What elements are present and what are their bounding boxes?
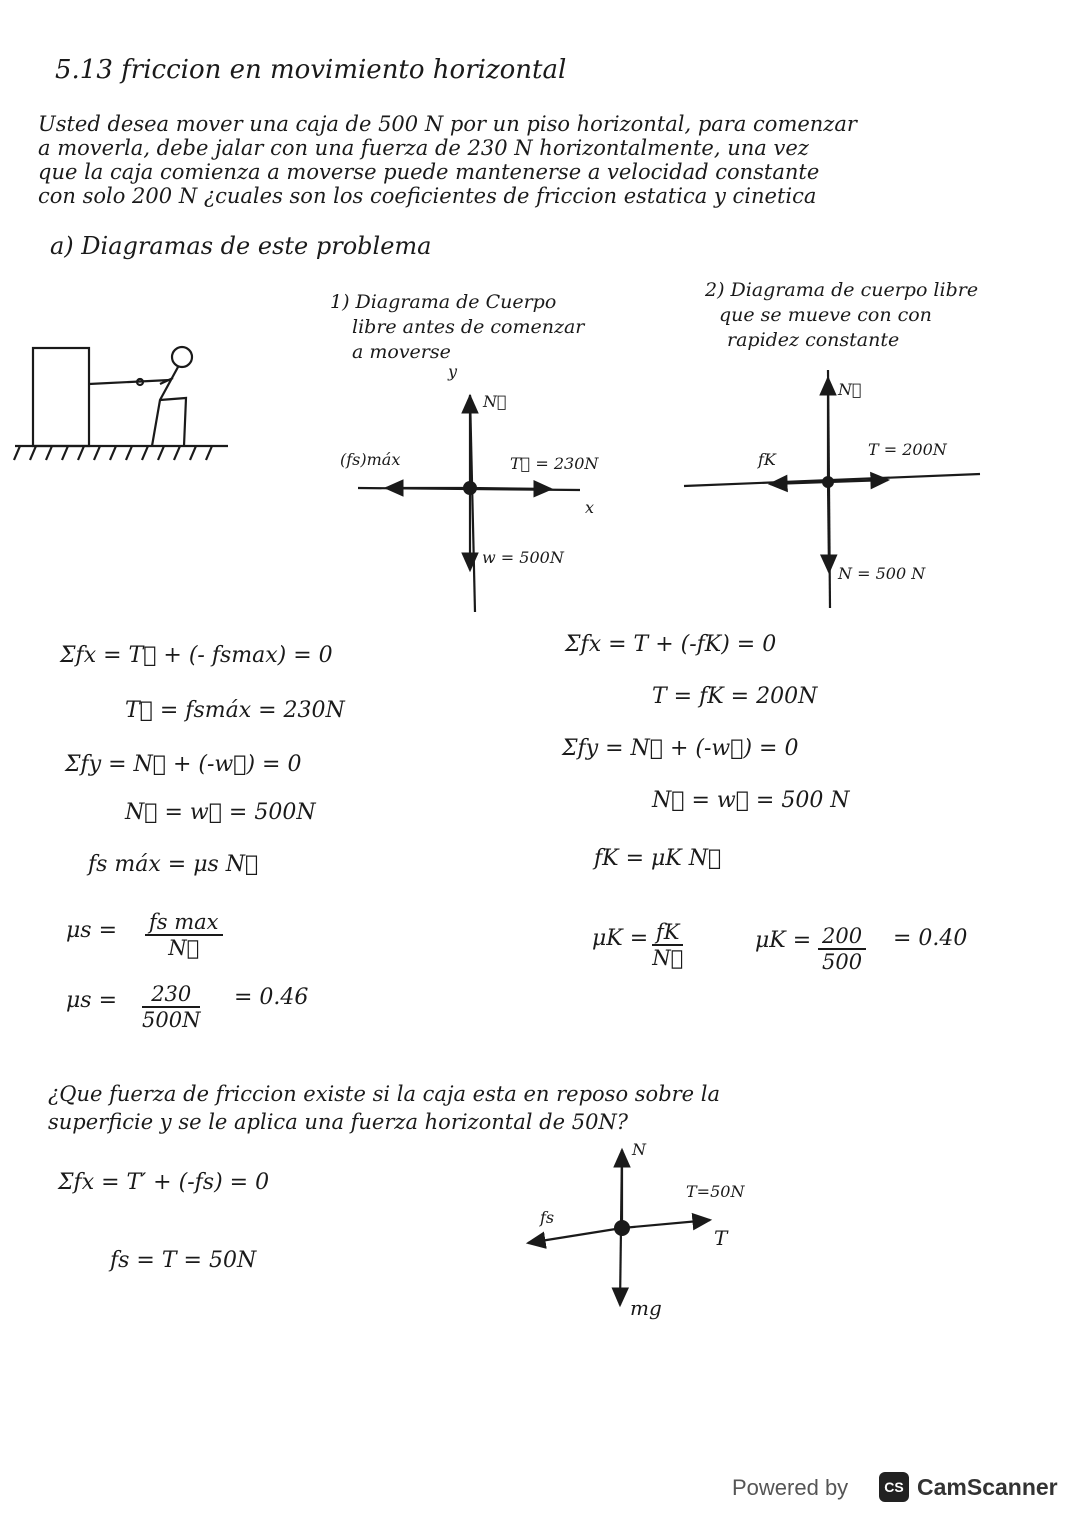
mu-k-value-fraction: 200 500 (818, 924, 867, 974)
mu-s-value-fraction: 230 500N (142, 982, 201, 1032)
page-title: 5.13 friccion en movimiento horizontal (55, 55, 567, 85)
friction-arrow-3 (525, 1226, 623, 1249)
friction-label-1: (fs)máx (340, 450, 401, 469)
mu-s-label-2: μs = (66, 988, 118, 1013)
weight-arrow-2 (820, 481, 838, 575)
tension-label-3: T=50N (686, 1182, 745, 1201)
right-sum-fx: Σfx = T + (-fK) = 0 (565, 632, 777, 657)
diagram1-caption: 1) Diagrama de Cuerpo libre antes de com… (330, 290, 584, 365)
box-drawing (31, 346, 91, 448)
caption-line: libre antes de comenzar (352, 316, 585, 338)
weight-label-3: mg (630, 1296, 662, 1320)
body-point-1 (463, 481, 477, 495)
problem-statement: Usted desea mover una caja de 500 N por … (38, 112, 1063, 208)
mu-s-label: μs = (66, 918, 118, 943)
rope-knot (135, 377, 145, 387)
right-fk-definition: fK = μK N⃗ (594, 846, 722, 871)
weight-label-2: N = 500 N (838, 564, 926, 583)
problem-line: a moverla, debe jalar con una fuerza de … (38, 136, 809, 160)
camscanner-watermark: Powered by CS CamScanner (732, 1466, 1062, 1510)
diagram1-axes (357, 393, 581, 613)
stick-figure-leg (159, 396, 188, 447)
powered-by-text: Powered by (732, 1475, 849, 1500)
problem-line: con solo 200 N ¿cuales son los coeficien… (38, 184, 817, 208)
stick-figure-arm (159, 377, 174, 385)
bottom-sum-fx: Σfx = T′ + (-fs) = 0 (58, 1170, 270, 1195)
fraction-denominator: 500 (822, 950, 863, 974)
diagram2-caption: 2) Diagrama de cuerpo libre que se mueve… (705, 278, 978, 353)
tension-arrow-3 (621, 1212, 713, 1231)
right-sum-fy: Σfy = N⃗ + (-w⃗) = 0 (562, 736, 799, 761)
left-fs-definition: fs máx = μs N⃗ (88, 852, 259, 877)
floor-hatching (12, 445, 214, 461)
mu-k-label: μK = (592, 926, 649, 951)
right-t-equation: T = fK = 200N (652, 684, 818, 709)
y-axis-label: y (448, 362, 458, 381)
left-sum-fx: Σfx = T⃗ + (- fsmax) = 0 (60, 643, 333, 668)
tension-arrow-2 (827, 471, 891, 490)
caption-line: 2) Diagrama de cuerpo libre (705, 279, 979, 301)
scene-sketch (12, 345, 228, 461)
tension-label-1: T⃗ = 230N (510, 454, 599, 473)
caption-line: rapidez constante (727, 329, 900, 351)
fraction-denominator: N⃗ (168, 936, 200, 960)
mu-k-fraction: fK N⃗ (652, 920, 684, 970)
question-line: superficie y se le aplica una fuerza hor… (48, 1110, 629, 1134)
fraction-denominator: N⃗ (652, 946, 684, 970)
camscanner-brand: CamScanner (917, 1474, 1058, 1500)
mu-s-fraction: fs max N⃗ (145, 910, 223, 960)
left-t-equation: T⃗ = fsmáx = 230N (125, 698, 345, 723)
rope-line (88, 378, 171, 386)
stick-figure-head (170, 345, 194, 369)
stick-figure-body (150, 366, 179, 447)
left-n-equation: N⃗ = w⃗ = 500N (125, 800, 316, 825)
fraction-numerator: 230 (142, 982, 201, 1008)
section-a-heading: a) Diagramas de este problema (50, 232, 432, 260)
mu-s-result: = 0.46 (234, 985, 309, 1010)
caption-line: que se mueve con con (719, 304, 932, 326)
friction-label-3: fs (540, 1208, 555, 1227)
problem-line: Usted desea mover una caja de 500 N por … (38, 112, 857, 136)
normal-label-1: N⃗ (483, 392, 507, 411)
fraction-numerator: fs max (145, 910, 223, 936)
diagram2-axes (683, 369, 981, 609)
normal-label-2: N⃗ (838, 380, 862, 399)
question-line: ¿Que fuerza de friccion existe si la caj… (48, 1082, 721, 1106)
bottom-fs-equation: fs = T = 50N (110, 1248, 257, 1273)
friction-label-2: fK (758, 450, 776, 469)
right-n-equation: N⃗ = w⃗ = 500 N (652, 788, 850, 813)
fraction-numerator: 200 (818, 924, 867, 950)
camscanner-logo-icon: CS (879, 1472, 909, 1502)
mu-k-result: = 0.40 (893, 926, 968, 951)
x-axis-label: x (585, 498, 595, 517)
normal-label-3: N (632, 1140, 646, 1159)
left-sum-fy: Σfy = N⃗ + (-w⃗) = 0 (65, 752, 302, 777)
body-point-3 (614, 1220, 630, 1236)
caption-line: 1) Diagrama de Cuerpo (330, 291, 557, 313)
weight-label-1: w = 500N (482, 548, 564, 567)
friction-arrow-2 (767, 474, 829, 493)
body-point-2 (822, 476, 834, 488)
tension-arrow-label-3: T (714, 1226, 728, 1250)
fraction-numerator: fK (652, 920, 684, 946)
problem-line: que la caja comienza a moverse puede man… (38, 160, 820, 184)
tension-arrow-1 (469, 479, 554, 498)
tension-label-2: T = 200N (868, 440, 947, 459)
fraction-denominator: 500N (142, 1008, 201, 1032)
mu-k-label-2: μK = (755, 928, 812, 953)
caption-line: a moverse (352, 341, 451, 363)
